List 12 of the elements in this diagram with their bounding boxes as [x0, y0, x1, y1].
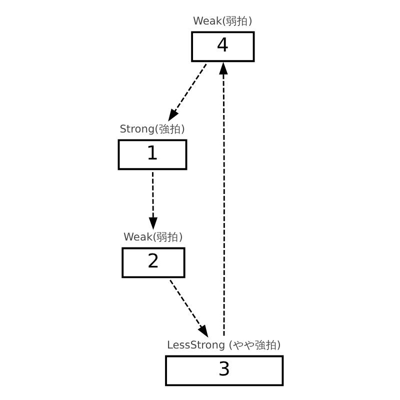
node-label: Weak(弱拍) — [123, 230, 182, 244]
node-label: Weak(弱拍) — [192, 14, 252, 28]
arrow — [148, 172, 158, 230]
arrow — [218, 62, 228, 336]
node-box: 4 — [190, 31, 254, 62]
node-box: 3 — [164, 355, 284, 386]
node-label: Strong(強拍) — [119, 122, 184, 136]
node-box: 2 — [121, 247, 185, 278]
arrow — [168, 64, 206, 122]
arrow — [169, 280, 208, 338]
node-box: 1 — [117, 139, 187, 170]
node-label: LessStrong (やや強拍) — [166, 338, 280, 352]
